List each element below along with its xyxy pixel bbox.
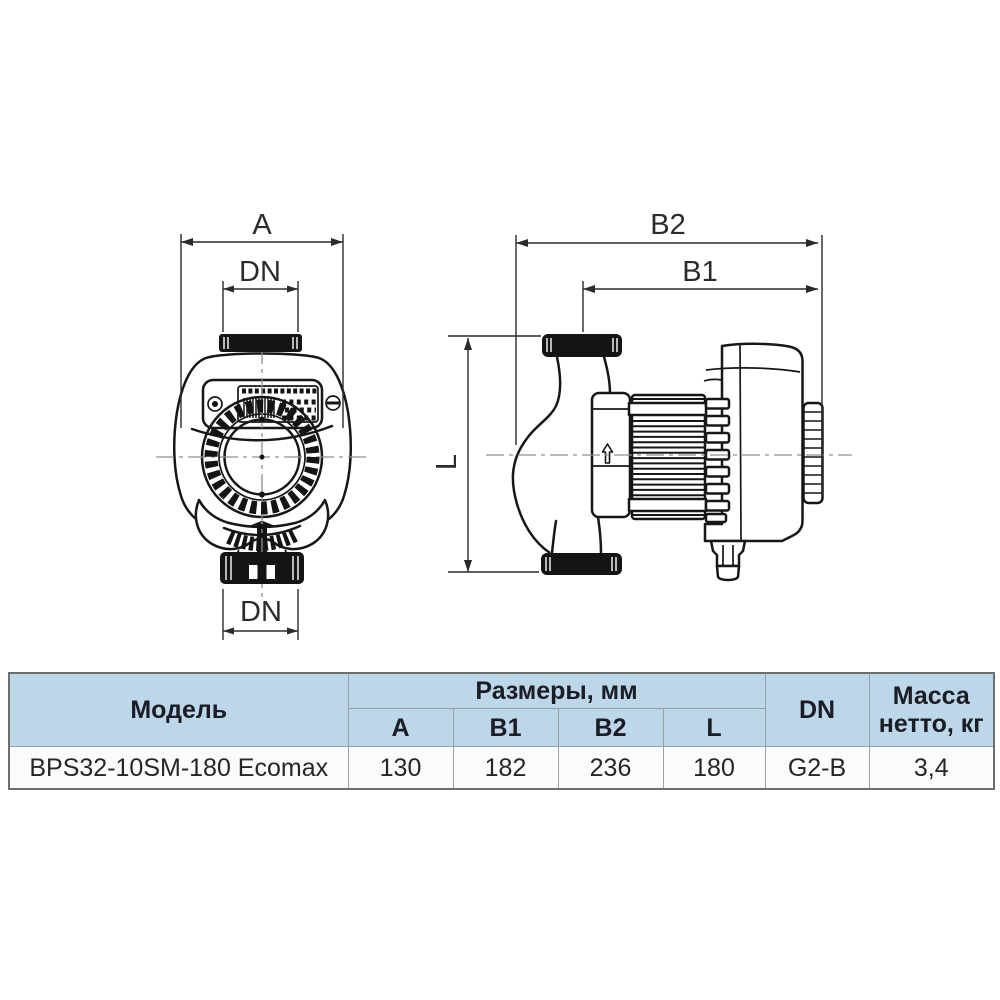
union-nut-threads	[225, 556, 299, 580]
col-header-l: L	[662, 708, 766, 747]
dim-dn-bottom-arrow-right	[287, 627, 298, 635]
dim-dn-top-arrow-right	[287, 285, 298, 293]
col-header-a: A	[347, 708, 454, 747]
dim-label-b2: B2	[650, 209, 685, 241]
tie-rod-band-top	[627, 401, 708, 417]
left-screw-icon	[207, 396, 223, 412]
dim-a-arrow-right	[331, 238, 343, 246]
dim-label-dn-bottom: DN	[240, 596, 282, 628]
cell-b1: 182	[452, 746, 559, 790]
tie-rod-band-bottom	[627, 497, 708, 513]
left-screw-center	[212, 401, 218, 407]
cell-b2: 236	[557, 746, 664, 790]
cable-gland-facets	[722, 545, 734, 566]
pump-technical-drawing: A DN DN	[156, 209, 852, 640]
motor-rib-bars	[704, 397, 731, 524]
side-top-flange	[542, 334, 622, 357]
box-top-bevel	[705, 367, 801, 373]
front-top-flange-threads	[223, 337, 298, 349]
right-screw-icon	[325, 395, 341, 411]
dim-b2-arrow-right	[806, 239, 818, 247]
side-top-flange-threads	[546, 338, 618, 352]
dim-b1-arrow-right	[806, 285, 818, 293]
connector-ribs	[804, 411, 822, 494]
front-top-flange	[219, 334, 302, 352]
mass-header-line2: нетто, кг	[878, 710, 984, 738]
dim-b2-arrow-left	[516, 239, 528, 247]
side-bottom-flange-threads	[545, 557, 617, 571]
cell-dn: G2-B	[764, 746, 870, 790]
dim-label-l: L	[431, 454, 463, 470]
dim-b2-extensions	[515, 235, 823, 495]
dim-l-arrow-top	[464, 338, 472, 350]
col-header-dn: DN	[764, 672, 870, 747]
pump-side-view: B2 B1 L	[431, 209, 852, 582]
dim-a-arrow-left	[181, 238, 193, 246]
knurled-ring	[204, 399, 320, 515]
dim-label-a: A	[252, 209, 272, 241]
motor-fins	[633, 398, 704, 516]
plate-seams	[592, 408, 630, 467]
spec-table: Модель Размеры, мм DN Масса нетто, кг A …	[8, 672, 996, 790]
flow-arrow-icon	[601, 443, 614, 464]
volute-outline	[511, 356, 562, 555]
dim-b1-arrow-left	[583, 285, 595, 293]
connector-cap	[802, 401, 824, 505]
cable-gland-cap	[715, 564, 741, 582]
box-front-crease	[739, 344, 742, 541]
col-header-model: Модель	[8, 672, 349, 747]
col-header-dimensions-group: Размеры, мм	[347, 672, 766, 709]
volute-neck-right	[602, 355, 612, 395]
cell-mass: 3,4	[868, 746, 995, 790]
mass-header-line1: Масса	[892, 682, 970, 710]
bore-top-dot	[259, 416, 265, 423]
cell-a: 130	[347, 746, 454, 790]
cable-gland	[709, 539, 747, 568]
motor-rear-top	[703, 378, 723, 382]
cell-l: 180	[662, 746, 766, 790]
col-header-b1: B1	[452, 708, 559, 747]
dim-label-b1: B1	[682, 256, 717, 288]
dim-dn-top-arrow-left	[223, 285, 234, 293]
volute-bottom-necks	[550, 515, 603, 555]
bore-bottom-dot	[259, 491, 265, 498]
dim-dn-bottom-arrow-left	[223, 627, 234, 635]
center-dot	[259, 454, 265, 460]
pump-front-view: A DN DN	[156, 209, 368, 640]
dim-label-dn-top: DN	[239, 256, 281, 288]
col-header-mass: Масса нетто, кг	[868, 672, 995, 747]
dim-l-arrow-bottom	[464, 560, 472, 572]
side-bottom-flange	[541, 553, 622, 575]
nut-shaft	[257, 558, 267, 579]
dim-l-extensions	[448, 335, 541, 573]
table-row: BPS32-10SM-180 Ecomax 130 182 236 180 G2…	[8, 746, 995, 790]
cell-model: BPS32-10SM-180 Ecomax	[8, 746, 349, 790]
col-header-b2: B2	[557, 708, 664, 747]
dim-a-extensions	[180, 234, 344, 428]
